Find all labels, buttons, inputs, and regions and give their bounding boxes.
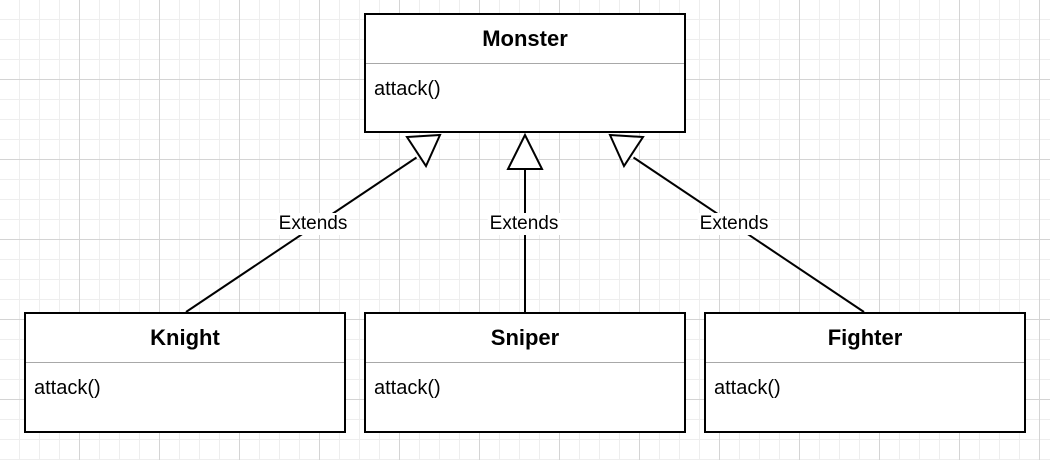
knight-class-name: Knight	[26, 314, 344, 363]
fighter-attack-method: attack()	[714, 377, 781, 399]
sniper-attack-method: attack()	[374, 377, 441, 399]
sniper-class-box[interactable]: Sniper attack()	[364, 312, 686, 433]
monster-class-name: Monster	[366, 15, 684, 64]
sniper-inheritance-arrowhead	[506, 132, 544, 170]
fighter-class-name: Fighter	[706, 314, 1024, 363]
sniper-class-name: Sniper	[366, 314, 684, 363]
sniper-extends-label[interactable]: Extends	[487, 213, 561, 235]
fighter-extends-label[interactable]: Extends	[697, 213, 771, 235]
knight-extends-label[interactable]: Extends	[276, 213, 350, 235]
monster-class-box[interactable]: Monster attack()	[364, 13, 686, 133]
monster-attack-method: attack()	[374, 78, 441, 100]
fighter-class-box[interactable]: Fighter attack()	[704, 312, 1026, 433]
knight-inheritance-arrowhead	[405, 133, 442, 169]
knight-attack-method: attack()	[34, 377, 101, 399]
fighter-inheritance-arrowhead	[608, 133, 645, 169]
knight-class-box[interactable]: Knight attack()	[24, 312, 346, 433]
